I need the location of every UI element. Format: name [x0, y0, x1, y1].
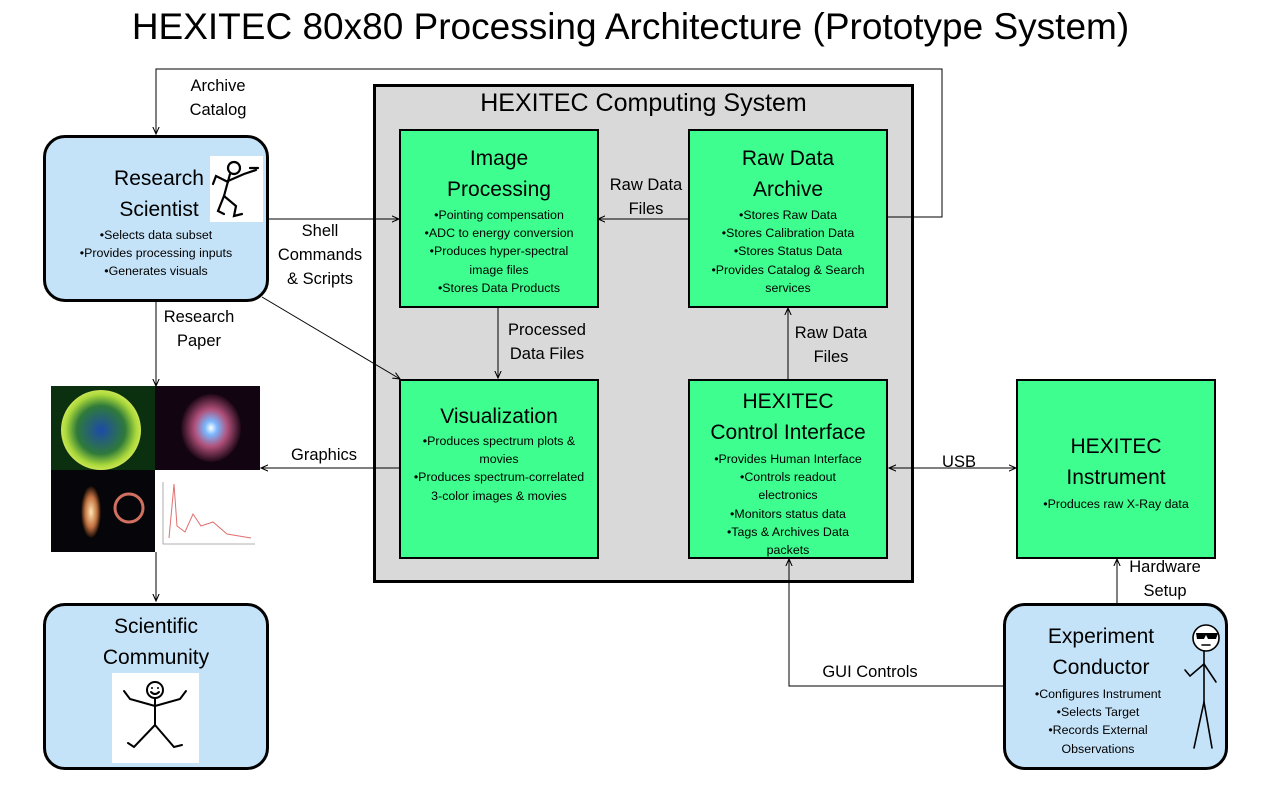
image-processing-item: •Produces hyper-spectral image files: [429, 244, 569, 277]
scientific-community-title-2: Community: [102, 646, 210, 669]
experiment-conductor-title-2: Conductor: [1052, 656, 1150, 679]
experiment-conductor-item: •Configures Instrument: [1034, 687, 1162, 701]
visualization-box: Visualization •Produces spectrum plots &…: [399, 379, 599, 559]
gui-controls-label: GUI Controls: [822, 663, 918, 681]
science-images-collage: [51, 386, 260, 552]
control-interface-item: •Tags & Archives Data packets: [726, 524, 850, 558]
image-processing-box: Image Processing •Pointing compensation …: [399, 129, 599, 308]
image-processing-item: •Pointing compensation: [434, 208, 564, 222]
scientific-community-box: Scientific Community: [43, 603, 269, 770]
control-interface-item: •Controls readout electronics: [740, 470, 836, 503]
instrument-item: •Produces raw X-Ray data: [1043, 497, 1189, 511]
archive-catalog-arrow: [156, 68, 943, 218]
control-interface-item: •Monitors status data: [730, 506, 846, 521]
image-processing-item: •Stores Data Products: [437, 280, 561, 295]
research-scientist-title-1: Research: [114, 167, 204, 190]
experiment-conductor-item: •Selects Target: [1056, 705, 1140, 720]
research-scientist-item: •Selects data subset: [99, 228, 213, 242]
visualization-item: •Produces spectrum plots & movies: [422, 434, 576, 467]
raw-data-archive-item: •Stores Status Data: [733, 244, 843, 259]
image-processing-title-1: Image: [469, 147, 529, 170]
raw-data-archive-item: •Stores Raw Data: [739, 208, 837, 222]
instrument-title-1: HEXITEC: [1070, 435, 1162, 458]
visualization-title: Visualization: [440, 405, 558, 428]
research-scientist-item: •Generates visuals: [104, 264, 208, 279]
stick-figure-smiling-icon: [112, 673, 199, 763]
gui-controls-arrow: [789, 559, 1004, 687]
control-interface-box: HEXITEC Control Interface •Provides Huma…: [688, 379, 888, 559]
image-processing-title-2: Processing: [447, 178, 551, 201]
graphics-label: Graphics: [290, 446, 358, 464]
control-interface-item: •Provides Human Interface: [714, 452, 862, 466]
research-scientist-title-2: Scientist: [119, 198, 199, 221]
control-interface-title-1: HEXITEC: [742, 390, 834, 413]
experiment-conductor-item: •Records External Observations: [1048, 723, 1148, 756]
raw-data-archive-title-1: Raw Data: [741, 147, 835, 170]
scientific-community-title-1: Scientific: [113, 615, 199, 638]
raw-data-archive-item: •Stores Calibration Data: [721, 226, 855, 241]
raw-data-archive-item: •Provides Catalog & Search services: [711, 262, 865, 295]
image-processing-item: •ADC to energy conversion: [424, 226, 574, 241]
research-scientist-box: Research Scientist •Selects data subset …: [43, 135, 269, 302]
control-interface-title-2: Control Interface: [710, 421, 866, 444]
research-scientist-item: •Provides processing inputs: [79, 246, 233, 261]
instrument-title-2: Instrument: [1066, 466, 1166, 489]
usb-label: USB: [942, 453, 976, 471]
experiment-conductor-box: Experiment Conductor •Configures Instrum…: [1003, 603, 1228, 770]
raw-data-archive-title-2: Archive: [752, 178, 824, 201]
scientist-to-visualization-arrow: [261, 296, 400, 379]
stick-figure-pointing-icon: [210, 156, 263, 222]
computing-system-title: HEXITEC Computing System: [480, 89, 807, 117]
stick-figure-sunglasses-icon: [1182, 618, 1227, 766]
experiment-conductor-title-1: Experiment: [1047, 625, 1155, 648]
visualization-item: •Produces spectrum-correlated 3-color im…: [413, 470, 585, 503]
diagram-title: HEXITEC 80x80 Processing Architecture (P…: [131, 6, 1130, 47]
raw-data-archive-box: Raw Data Archive •Stores Raw Data •Store…: [688, 129, 888, 308]
instrument-box: HEXITEC Instrument •Produces raw X-Ray d…: [1016, 379, 1216, 559]
